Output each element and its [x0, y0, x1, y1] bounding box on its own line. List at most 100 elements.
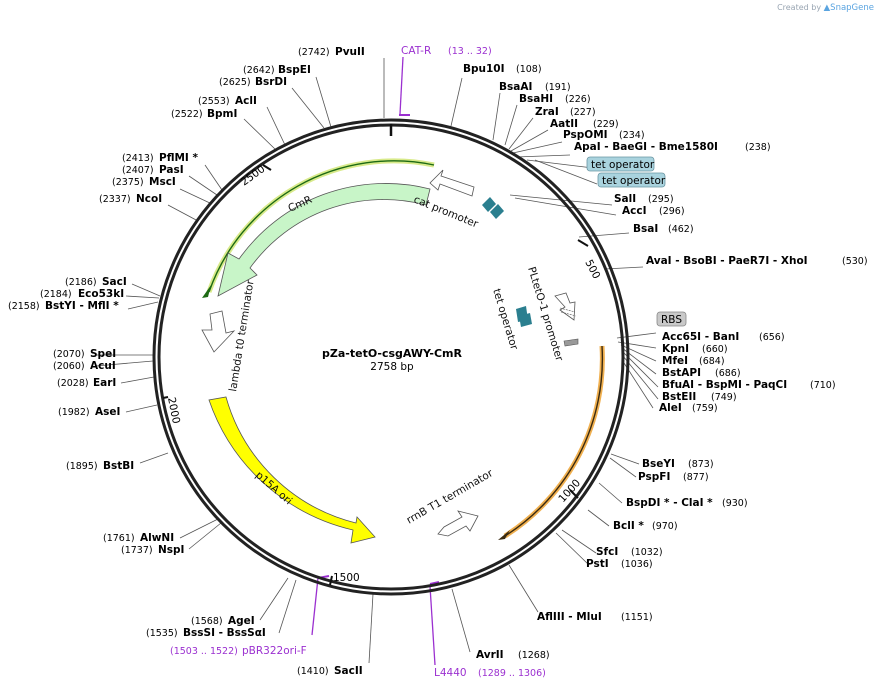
- enzyme-name: BsaI: [633, 223, 658, 235]
- enzyme-pos: (710): [810, 380, 836, 391]
- enzyme-pos: (191): [545, 82, 571, 93]
- enzyme-pos: (2028): [57, 378, 89, 389]
- enzyme-pos: (1568): [191, 616, 223, 627]
- enzyme-name: AccI: [622, 205, 646, 217]
- enzyme-name: BpmI: [207, 108, 237, 120]
- enzyme-pos: (2158): [8, 301, 40, 312]
- primer-pbr322-range: (1503 .. 1522): [170, 646, 238, 657]
- enzyme-pos: (1032): [631, 547, 663, 558]
- snapgene-logo: ▲SnapGene: [823, 3, 874, 13]
- tet-operator-box-1: [586, 156, 655, 172]
- plasmid-name: pZa-tetO-csgAWY-CmR: [322, 347, 462, 360]
- tick-label-2000: 2000: [165, 396, 182, 425]
- enzyme-pos: (1410): [297, 666, 329, 677]
- enzyme-pos: (660): [702, 344, 728, 355]
- enzyme-name: SalI: [614, 193, 636, 205]
- enzyme-name: Eco53kI: [78, 288, 124, 300]
- tick-marks: [162, 164, 589, 586]
- enzyme-name: AcuI: [90, 360, 116, 372]
- lambda-terminator-label: lambda t0 terminator: [227, 279, 257, 393]
- rrnb-terminator-arrow: [437, 510, 479, 537]
- enzyme-name: BspEI: [278, 64, 311, 76]
- enzyme-name: SacII: [334, 665, 363, 677]
- enzyme-name: PflMI *: [159, 152, 198, 164]
- enzyme-name: AflIII - MluI: [537, 611, 602, 623]
- enzyme-pos: (462): [668, 224, 694, 235]
- enzyme-name: KpnI: [662, 343, 689, 355]
- enzyme-name: PspFI: [638, 471, 670, 483]
- enzyme-name: PvuII: [335, 46, 365, 58]
- enzyme-name: AgeI: [228, 615, 255, 627]
- cat-promoter-arrow: [429, 169, 475, 197]
- enzyme-name: ZraI: [535, 106, 559, 118]
- enzyme-pos: (1535): [146, 628, 178, 639]
- lambda-terminator-arrow: [201, 310, 236, 353]
- enzyme-name: AvrII: [476, 649, 504, 661]
- enzyme-name: BseYI: [642, 458, 675, 470]
- insert-arrowhead-lower: [498, 530, 510, 540]
- enzyme-pos: (1036): [621, 559, 653, 570]
- enzyme-name: BstBI: [103, 460, 134, 472]
- enzyme-pos: (684): [699, 356, 725, 367]
- enzyme-pos: (2522): [171, 109, 203, 120]
- primer-cat-r-label: CAT-R: [401, 45, 431, 57]
- enzyme-pos: (759): [692, 403, 718, 414]
- enzyme-name: AclI: [235, 95, 257, 107]
- enzyme-name: MscI: [149, 176, 176, 188]
- tet-operator-label: tet operator: [490, 287, 520, 352]
- enzyme-name: BsaHI: [519, 93, 553, 105]
- enzyme-name: AatII: [550, 118, 578, 130]
- enzyme-pos: (749): [711, 392, 737, 403]
- cmr-arrow: [217, 183, 431, 297]
- enzyme-pos: (2337): [99, 194, 131, 205]
- enzyme-pos: (238): [745, 142, 771, 153]
- enzyme-pos: (930): [722, 498, 748, 509]
- enzyme-pos: (970): [652, 521, 678, 532]
- enzyme-pos: (296): [659, 206, 685, 217]
- enzyme-name: SpeI: [90, 348, 116, 360]
- enzyme-pos: (295): [648, 194, 674, 205]
- enzyme-name: MfeI: [662, 355, 688, 367]
- enzyme-name: Acc65I - BanI: [662, 331, 739, 343]
- enzyme-name: PstI: [586, 558, 609, 570]
- enzyme-name: PspOMI: [563, 129, 608, 141]
- enzyme-name: EarI: [93, 377, 116, 389]
- pltet-promoter-label: PLtetO-1 promoter: [525, 265, 565, 363]
- enzyme-pos: (1761): [103, 533, 135, 544]
- enzyme-name: SfcI: [596, 546, 618, 558]
- enzyme-pos: (530): [842, 256, 868, 267]
- enzyme-pos: (1982): [58, 407, 90, 418]
- enzyme-pos: (873): [688, 459, 714, 470]
- rrnb-terminator-label: rrnB T1 terminator: [405, 467, 496, 527]
- enzyme-name: BstEII: [662, 391, 696, 403]
- enzyme-pos: (1895): [66, 461, 98, 472]
- enzyme-pos: (1151): [621, 612, 653, 623]
- enzyme-name: BsrDI: [255, 76, 287, 88]
- insert-line-lower: [504, 345, 604, 537]
- enzyme-pos: (656): [759, 332, 785, 343]
- enzyme-labels: (2742) PvuII Bpu10I (108) (2642) BspEI (…: [8, 46, 868, 677]
- enzyme-name: AseI: [95, 406, 120, 418]
- enzyme-pos: (227): [570, 107, 596, 118]
- enzyme-name: PasI: [159, 164, 184, 176]
- primer-pbr322-label: pBR322ori-F: [242, 645, 307, 657]
- p15a-ori-arrow: [208, 396, 376, 544]
- tick-label-1500: 1500: [333, 572, 360, 584]
- tick-label-500: 500: [582, 258, 602, 281]
- enzyme-name: BspDI * - ClaI *: [626, 497, 713, 509]
- tick-label-2500: 2500: [239, 163, 268, 188]
- enzyme-pos: (2742): [298, 47, 330, 58]
- enzyme-name: BstYI - MflI *: [45, 300, 119, 312]
- enzyme-name: BstAPI: [662, 367, 701, 379]
- enzyme-pos: (2407): [122, 165, 154, 176]
- pltet-promoter-hatch: [559, 307, 577, 317]
- plasmid-length: 2758 bp: [370, 361, 414, 373]
- enzyme-pos: (2184): [40, 289, 72, 300]
- enzyme-pos: (2186): [65, 277, 97, 288]
- tet-operator-box-2: [597, 172, 666, 188]
- tet-operator-box-2-label: tet operator: [602, 175, 666, 187]
- enzyme-name: BclI *: [613, 520, 644, 532]
- enzyme-pos: (2553): [198, 96, 230, 107]
- insert-arrowhead-upper: [202, 285, 211, 298]
